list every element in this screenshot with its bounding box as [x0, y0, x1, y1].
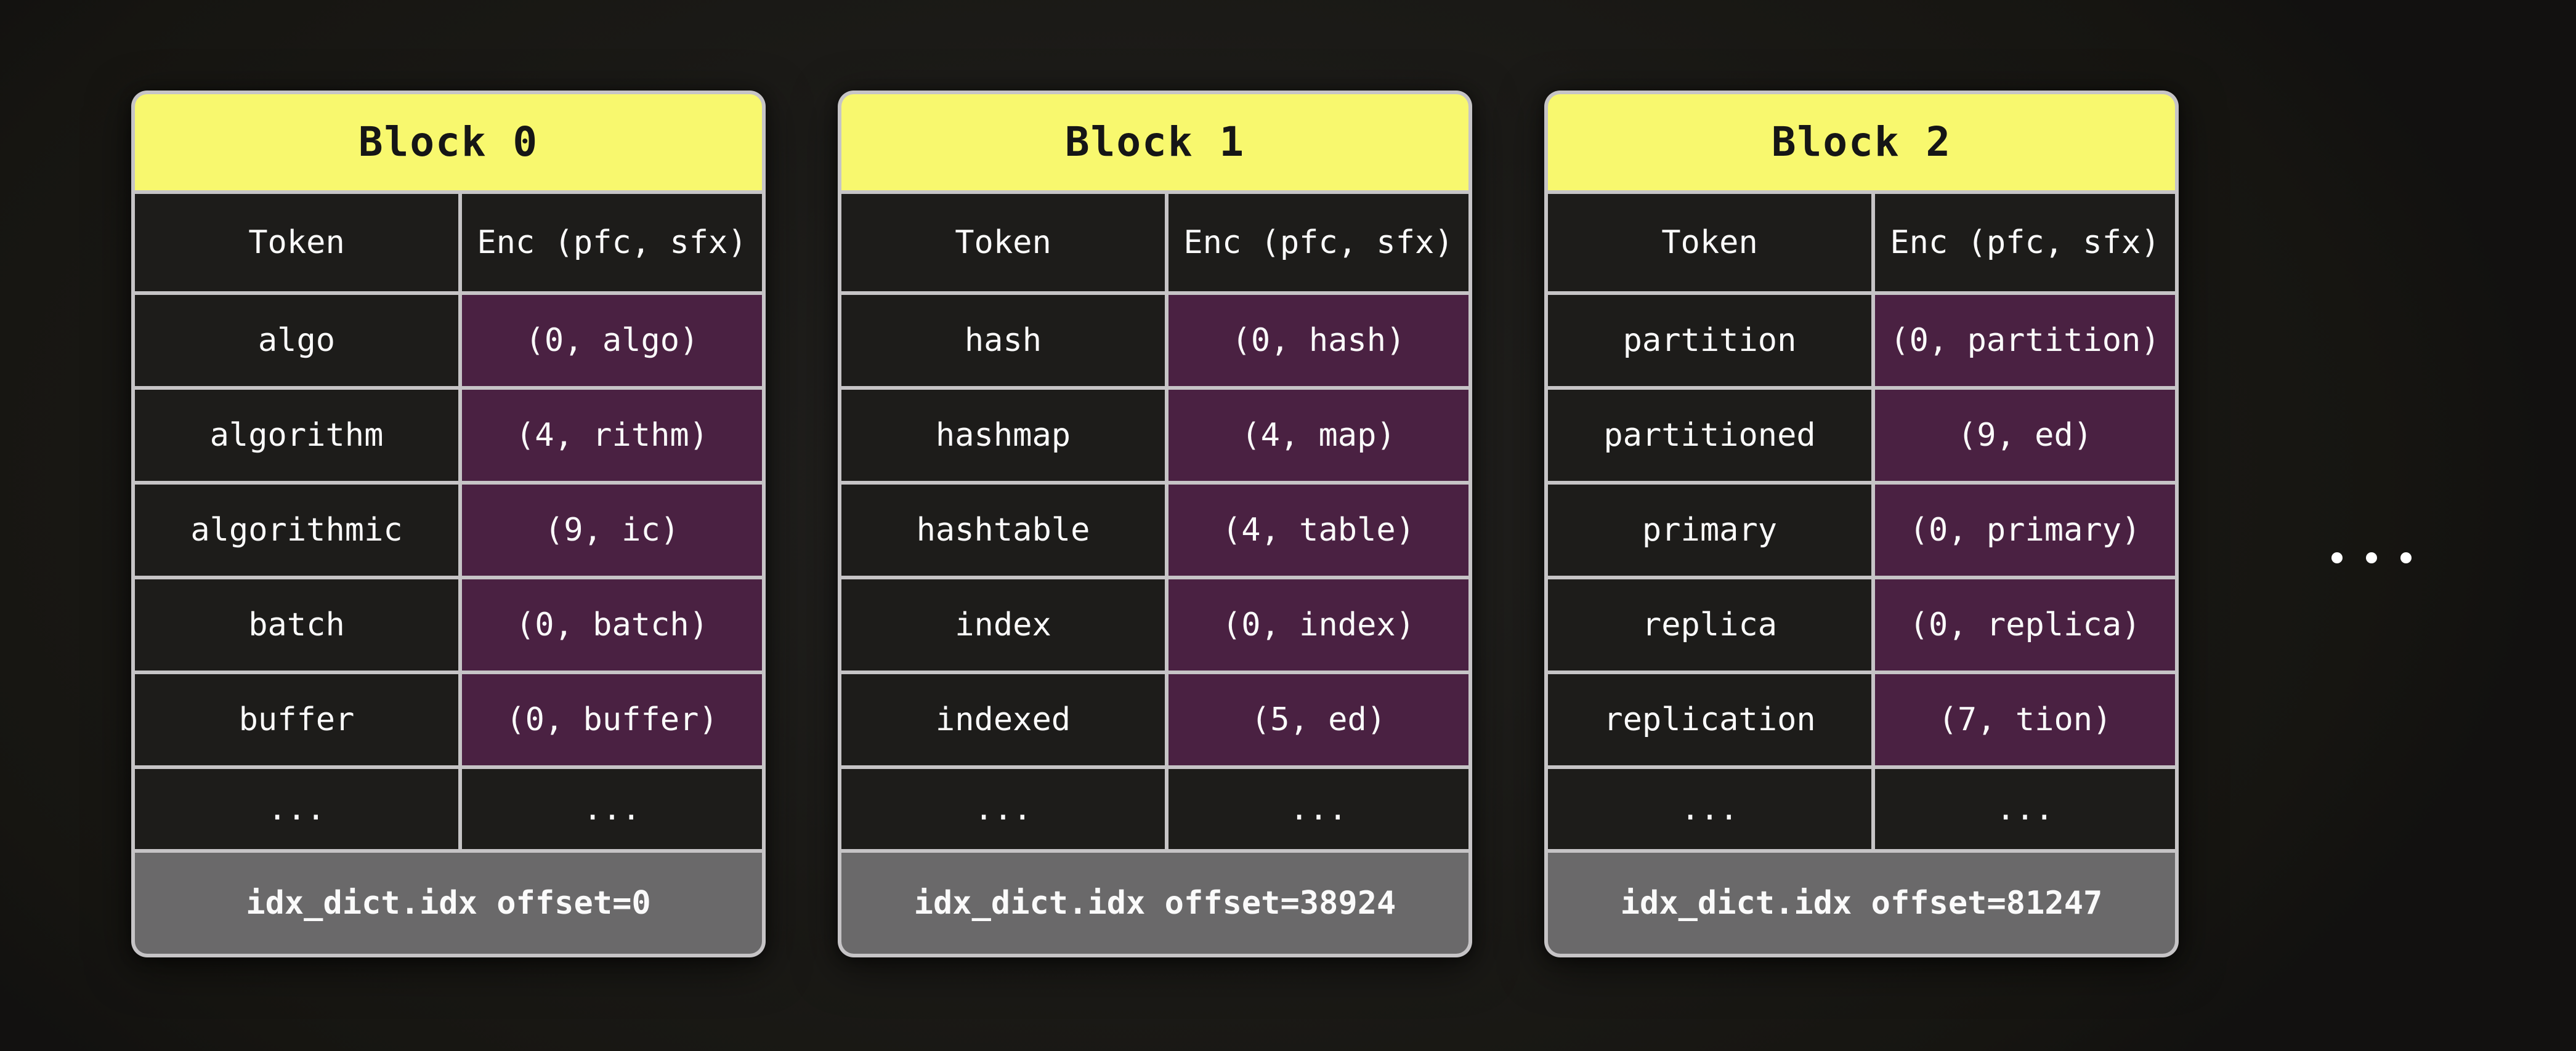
block-2-col-header-token: Token: [1548, 194, 1871, 291]
block-0-col-header-token: Token: [135, 194, 458, 291]
block-2-ellipsis-cell: ...: [1548, 769, 1871, 849]
block-2-card: Block 2 Token Enc (pfc, sfx) partition (…: [1544, 91, 2179, 957]
block-0-ellipsis-cell: ...: [462, 769, 762, 849]
block-1-token-cell: hash: [841, 295, 1165, 386]
block-1-ellipsis-cell: ...: [841, 769, 1165, 849]
block-0-col-header-enc: Enc (pfc, sfx): [462, 194, 762, 291]
block-1-ellipsis-cell: ...: [1169, 769, 1468, 849]
block-1-token-cell: hashmap: [841, 390, 1165, 481]
block-2-col-header-enc: Enc (pfc, sfx): [1875, 194, 2175, 291]
block-1-enc-cell: (4, table): [1169, 485, 1468, 576]
ellipsis-dot: [2331, 552, 2343, 563]
block-2-token-cell: replica: [1548, 579, 1871, 670]
block-0-token-cell: algo: [135, 295, 458, 386]
block-1-enc-cell: (0, hash): [1169, 295, 1468, 386]
block-2-enc-cell: (0, replica): [1875, 579, 2175, 670]
block-0-title: Block 0: [135, 94, 762, 190]
block-1-enc-cell: (0, index): [1169, 579, 1468, 670]
block-1-token-cell: hashtable: [841, 485, 1165, 576]
block-1-offset-footer: idx_dict.idx offset=38924: [841, 853, 1468, 954]
ellipsis-dot: [2366, 552, 2377, 563]
block-0-enc-cell: (4, rithm): [462, 390, 762, 481]
block-0-enc-cell: (0, batch): [462, 579, 762, 670]
block-1-title: Block 1: [841, 94, 1468, 190]
block-0-enc-cell: (0, algo): [462, 295, 762, 386]
block-2-token-cell: partitioned: [1548, 390, 1871, 481]
block-2-enc-cell: (0, partition): [1875, 295, 2175, 386]
block-0-ellipsis-cell: ...: [135, 769, 458, 849]
block-0-token-cell: batch: [135, 579, 458, 670]
ellipsis-dot: [2400, 552, 2412, 563]
block-2-token-cell: partition: [1548, 295, 1871, 386]
block-0-token-cell: algorithm: [135, 390, 458, 481]
block-2-token-cell: primary: [1548, 485, 1871, 576]
block-2-enc-cell: (7, tion): [1875, 674, 2175, 765]
block-0-offset-footer: idx_dict.idx offset=0: [135, 853, 762, 954]
block-0-token-cell: buffer: [135, 674, 458, 765]
block-1-token-cell: index: [841, 579, 1165, 670]
block-0-card: Block 0 Token Enc (pfc, sfx) algo (0, al…: [131, 91, 766, 957]
block-1-col-header-token: Token: [841, 194, 1165, 291]
block-0-enc-cell: (9, ic): [462, 485, 762, 576]
block-0-enc-cell: (0, buffer): [462, 674, 762, 765]
block-0-token-cell: algorithmic: [135, 485, 458, 576]
block-2-title: Block 2: [1548, 94, 2175, 190]
block-1-enc-cell: (5, ed): [1169, 674, 1468, 765]
block-1-col-header-enc: Enc (pfc, sfx): [1169, 194, 1468, 291]
block-1-token-cell: indexed: [841, 674, 1165, 765]
block-1-card: Block 1 Token Enc (pfc, sfx) hash (0, ha…: [838, 91, 1472, 957]
block-2-enc-cell: (9, ed): [1875, 390, 2175, 481]
more-blocks-ellipsis-icon: [2331, 552, 2412, 563]
block-2-enc-cell: (0, primary): [1875, 485, 2175, 576]
block-2-offset-footer: idx_dict.idx offset=81247: [1548, 853, 2175, 954]
block-2-token-cell: replication: [1548, 674, 1871, 765]
block-2-ellipsis-cell: ...: [1875, 769, 2175, 849]
block-1-enc-cell: (4, map): [1169, 390, 1468, 481]
